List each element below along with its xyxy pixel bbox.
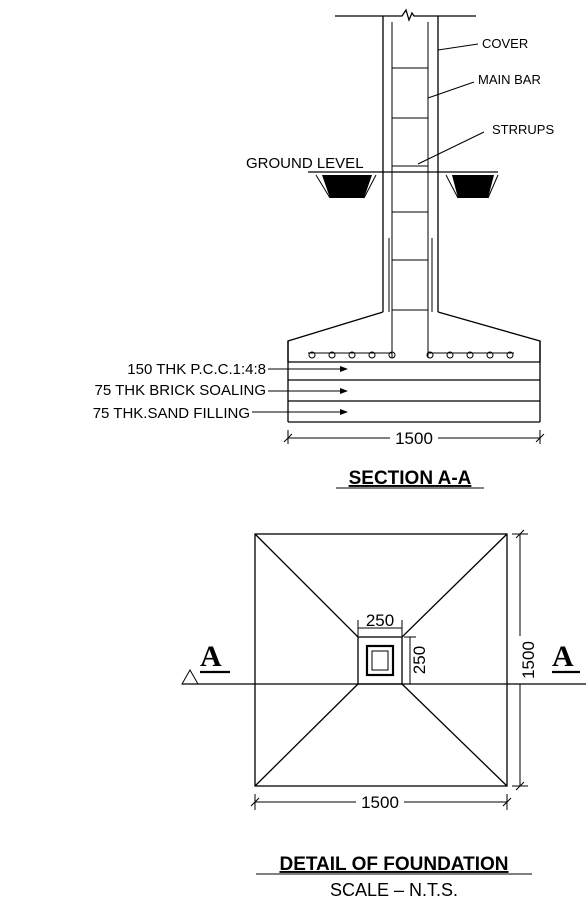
brick-soling-arrow: [340, 388, 348, 394]
footing-outline: [287, 311, 541, 362]
plan-view: A A 250 250 1500: [181, 529, 586, 900]
column-width-dimension: [357, 620, 403, 636]
column-plan: [365, 644, 395, 677]
column-depth-text: 250: [410, 646, 429, 674]
plan-diagonal-br: [401, 683, 508, 787]
ground-hatch-left: [315, 174, 377, 199]
plan-diagonal-tl: [254, 533, 359, 638]
footing-plan-outline: [254, 533, 508, 787]
plan-diagonal-tr: [401, 533, 508, 638]
plan-height-text: 1500: [519, 641, 538, 679]
section-width-text: 1500: [395, 429, 433, 448]
brick-soling-label: 75 THK BRICK SOALING: [95, 382, 266, 399]
section-title: SECTION A-A: [349, 468, 472, 489]
column-break-line: [335, 8, 476, 22]
plan-scale: SCALE – N.T.S.: [330, 880, 458, 900]
plan-diagonal-bl: [254, 683, 359, 787]
stirrups: [392, 67, 428, 311]
plan-width-dimension: [250, 794, 512, 810]
stirrups-label: STRRUPS: [492, 122, 554, 137]
main-bar-label: MAIN BAR: [478, 72, 541, 87]
ground-hatch-right: [445, 174, 499, 199]
section-marker-right: A: [552, 640, 574, 673]
stirrups-leader: [417, 131, 485, 165]
pedestal-plan: [357, 636, 403, 685]
pcc-arrow: [340, 366, 348, 372]
main-bar-leader: [427, 81, 475, 99]
section-view: COVER MAIN BAR STRRUPS GROUND LEVEL 150 …: [93, 8, 554, 489]
sand-filling-arrow: [340, 409, 348, 415]
section-arrow-left: [181, 668, 199, 685]
cover-label: COVER: [482, 36, 528, 51]
plan-width-text: 1500: [361, 793, 399, 812]
cover-leader: [437, 43, 479, 51]
section-width-dimension: [283, 430, 545, 444]
pcc-layer-label: 150 THK P.C.C.1:4:8: [127, 361, 266, 378]
plan-height-dimension: [512, 529, 528, 791]
plan-title: DETAIL OF FOUNDATION: [279, 854, 508, 875]
sand-filling-label: 75 THK.SAND FILLING: [93, 405, 250, 422]
column-width-text: 250: [366, 611, 394, 630]
ground-level-label: GROUND LEVEL: [246, 155, 364, 172]
footing-main-bars: [308, 351, 514, 359]
section-marker-left: A: [200, 640, 222, 673]
column-cage-plan: [371, 650, 389, 671]
column-depth-dimension: [404, 636, 416, 685]
